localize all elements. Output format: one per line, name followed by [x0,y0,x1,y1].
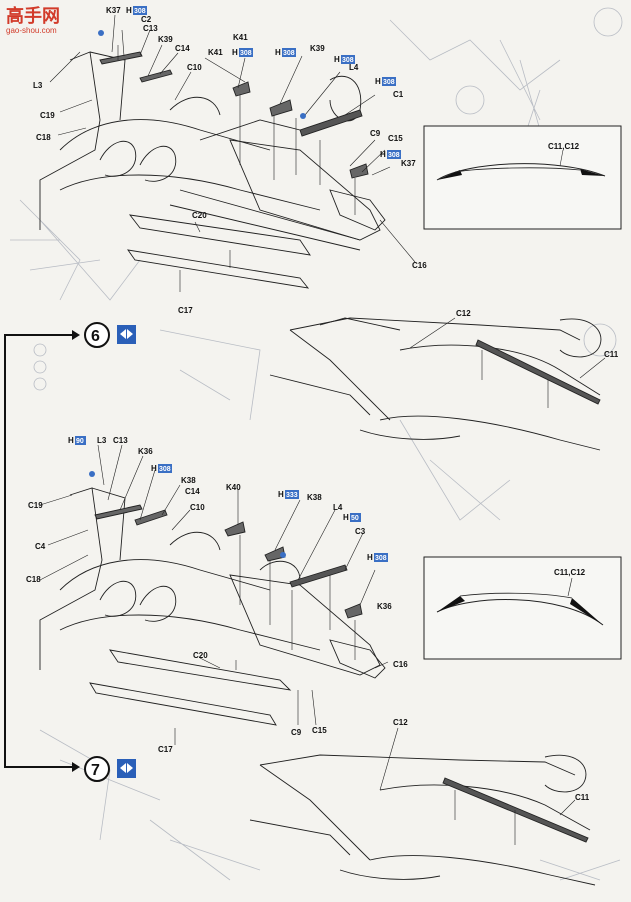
svg-text:H: H [275,48,281,57]
paint-badge-h308-top-2: H 308 [232,48,253,57]
watermark-title: 高手网 [6,5,60,27]
label-c18-mid: C18 [26,575,41,584]
paint-badge-h308-mid-1: H 308 [151,464,172,473]
label-c14-mid: C14 [185,487,200,496]
label-c12-step7: C12 [393,718,408,727]
label-c20-mid: C20 [193,651,208,660]
step-7-number: 7 [91,762,100,779]
svg-text:333: 333 [286,492,298,499]
label-c2-top: C2 [141,15,152,24]
label-k36-mid-a: K36 [138,447,153,456]
paint-badge-h308-top-3: H 308 [275,48,296,57]
detail-label-mid: C11,C12 [554,568,586,577]
paint-badge-h308-top-4: H 308 [334,55,355,64]
svg-text:308: 308 [159,466,171,473]
label-c1-top: C1 [393,90,404,99]
label-c15-top: C15 [388,134,403,143]
label-c15-mid: C15 [312,726,327,735]
watermark-url: gao-shou.com [6,26,57,35]
paint-badge-h308-mid-2: H 308 [367,553,388,562]
svg-text:90: 90 [76,438,84,445]
label-c13-mid: C13 [113,436,128,445]
label-c10-mid: C10 [190,503,205,512]
paint-badge-h308-top-5: H 308 [375,77,396,86]
step-7-flip-icon [117,759,136,778]
svg-text:H: H [232,48,238,57]
svg-text:308: 308 [283,50,295,57]
step-6-flip-icon [117,325,136,344]
label-c12-step6: C12 [456,309,471,318]
svg-text:50: 50 [351,515,359,522]
step-6-number: 6 [91,328,100,345]
label-k39-top: K39 [158,35,173,44]
label-c14-top: C14 [175,44,190,53]
step-7: 7 C12 C11 [72,718,596,886]
label-c19-mid: C19 [28,501,43,510]
label-c18-top: C18 [36,133,51,142]
svg-text:H: H [278,490,284,499]
svg-text:H: H [375,77,381,86]
svg-text:H: H [343,513,349,522]
label-c17-top: C17 [178,306,193,315]
middle-assembly: L3 C13 K36 K38 C14 C10 C19 C4 C18 K40 K3… [26,436,408,754]
svg-text:H: H [380,150,386,159]
label-k40-mid: K40 [226,483,241,492]
paint-badge-h90-mid: H 90 [68,436,86,445]
paint-badge-h333-mid: H 333 [278,490,299,499]
svg-text:308: 308 [383,79,395,86]
label-c4-mid: C4 [35,542,46,551]
watermark-logo: 高手网 gao-shou.com [6,5,60,35]
svg-text:308: 308 [240,50,252,57]
label-k39-top-b: K39 [310,44,325,53]
label-c19-top: C19 [40,111,55,120]
label-c9-mid: C9 [291,728,302,737]
paint-badge-h308-top-6: H 308 [380,150,401,159]
svg-text:H: H [151,464,157,473]
detail-box-top: C11,C12 [423,125,622,230]
paint-badge-h50-mid: H 50 [343,513,361,522]
label-c17-mid: C17 [158,745,173,754]
label-c11-step6: C11 [604,350,619,359]
label-k37-top: K37 [106,6,121,15]
svg-text:H: H [68,436,74,445]
svg-text:H: H [334,55,340,64]
step-6: 6 C12 C11 [4,309,619,768]
label-c13-top: C13 [143,24,158,33]
paint-badge-h308-top-1: H 308 [126,6,147,15]
label-k38-mid-b: K38 [307,493,322,502]
label-c11-step7: C11 [575,793,590,802]
label-c20-top: C20 [192,211,207,220]
label-k41-top-a: K41 [208,48,223,57]
svg-text:H: H [126,6,132,15]
label-c3-mid: C3 [355,527,366,536]
label-k38-mid-a: K38 [181,476,196,485]
svg-text:308: 308 [134,8,146,15]
top-assembly: K37 C2 C13 K39 C14 C10 K41 L3 C19 C18 K4… [33,6,427,315]
label-c16-mid: C16 [393,660,408,669]
svg-text:H: H [367,553,373,562]
label-c16-top: C16 [412,261,427,270]
svg-text:308: 308 [388,152,400,159]
label-l3-top: L3 [33,81,43,90]
label-k36-mid-b: K36 [377,602,392,611]
svg-text:308: 308 [375,555,387,562]
label-c10-top: C10 [187,63,202,72]
label-l4-mid: L4 [333,503,343,512]
detail-label-top: C11,C12 [548,142,580,151]
label-k37-top-b: K37 [401,159,416,168]
detail-box-mid: C11,C12 [423,556,622,660]
svg-text:308: 308 [342,57,354,64]
label-l4-top: L4 [349,63,359,72]
label-l3-mid: L3 [97,436,107,445]
label-c9-top: C9 [370,129,381,138]
label-k41-top-b: K41 [233,33,248,42]
